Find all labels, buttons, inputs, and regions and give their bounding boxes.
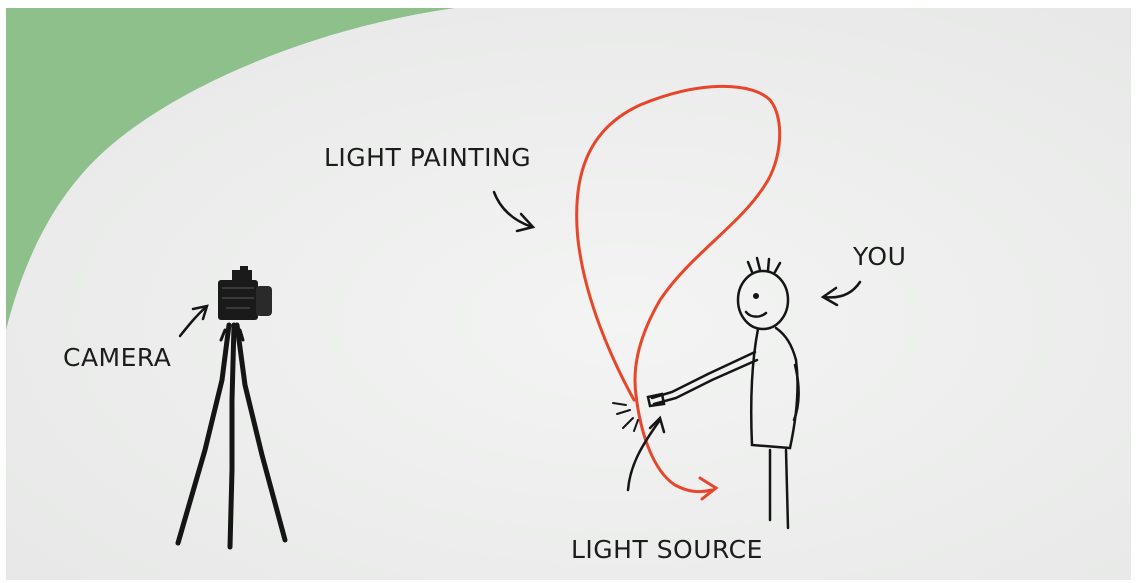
light-painting-label: LIGHT PAINTING: [324, 143, 531, 172]
camera-label: CAMERA: [63, 343, 171, 372]
light-source-label: LIGHT SOURCE: [571, 535, 763, 564]
you-label: YOU: [852, 242, 906, 271]
